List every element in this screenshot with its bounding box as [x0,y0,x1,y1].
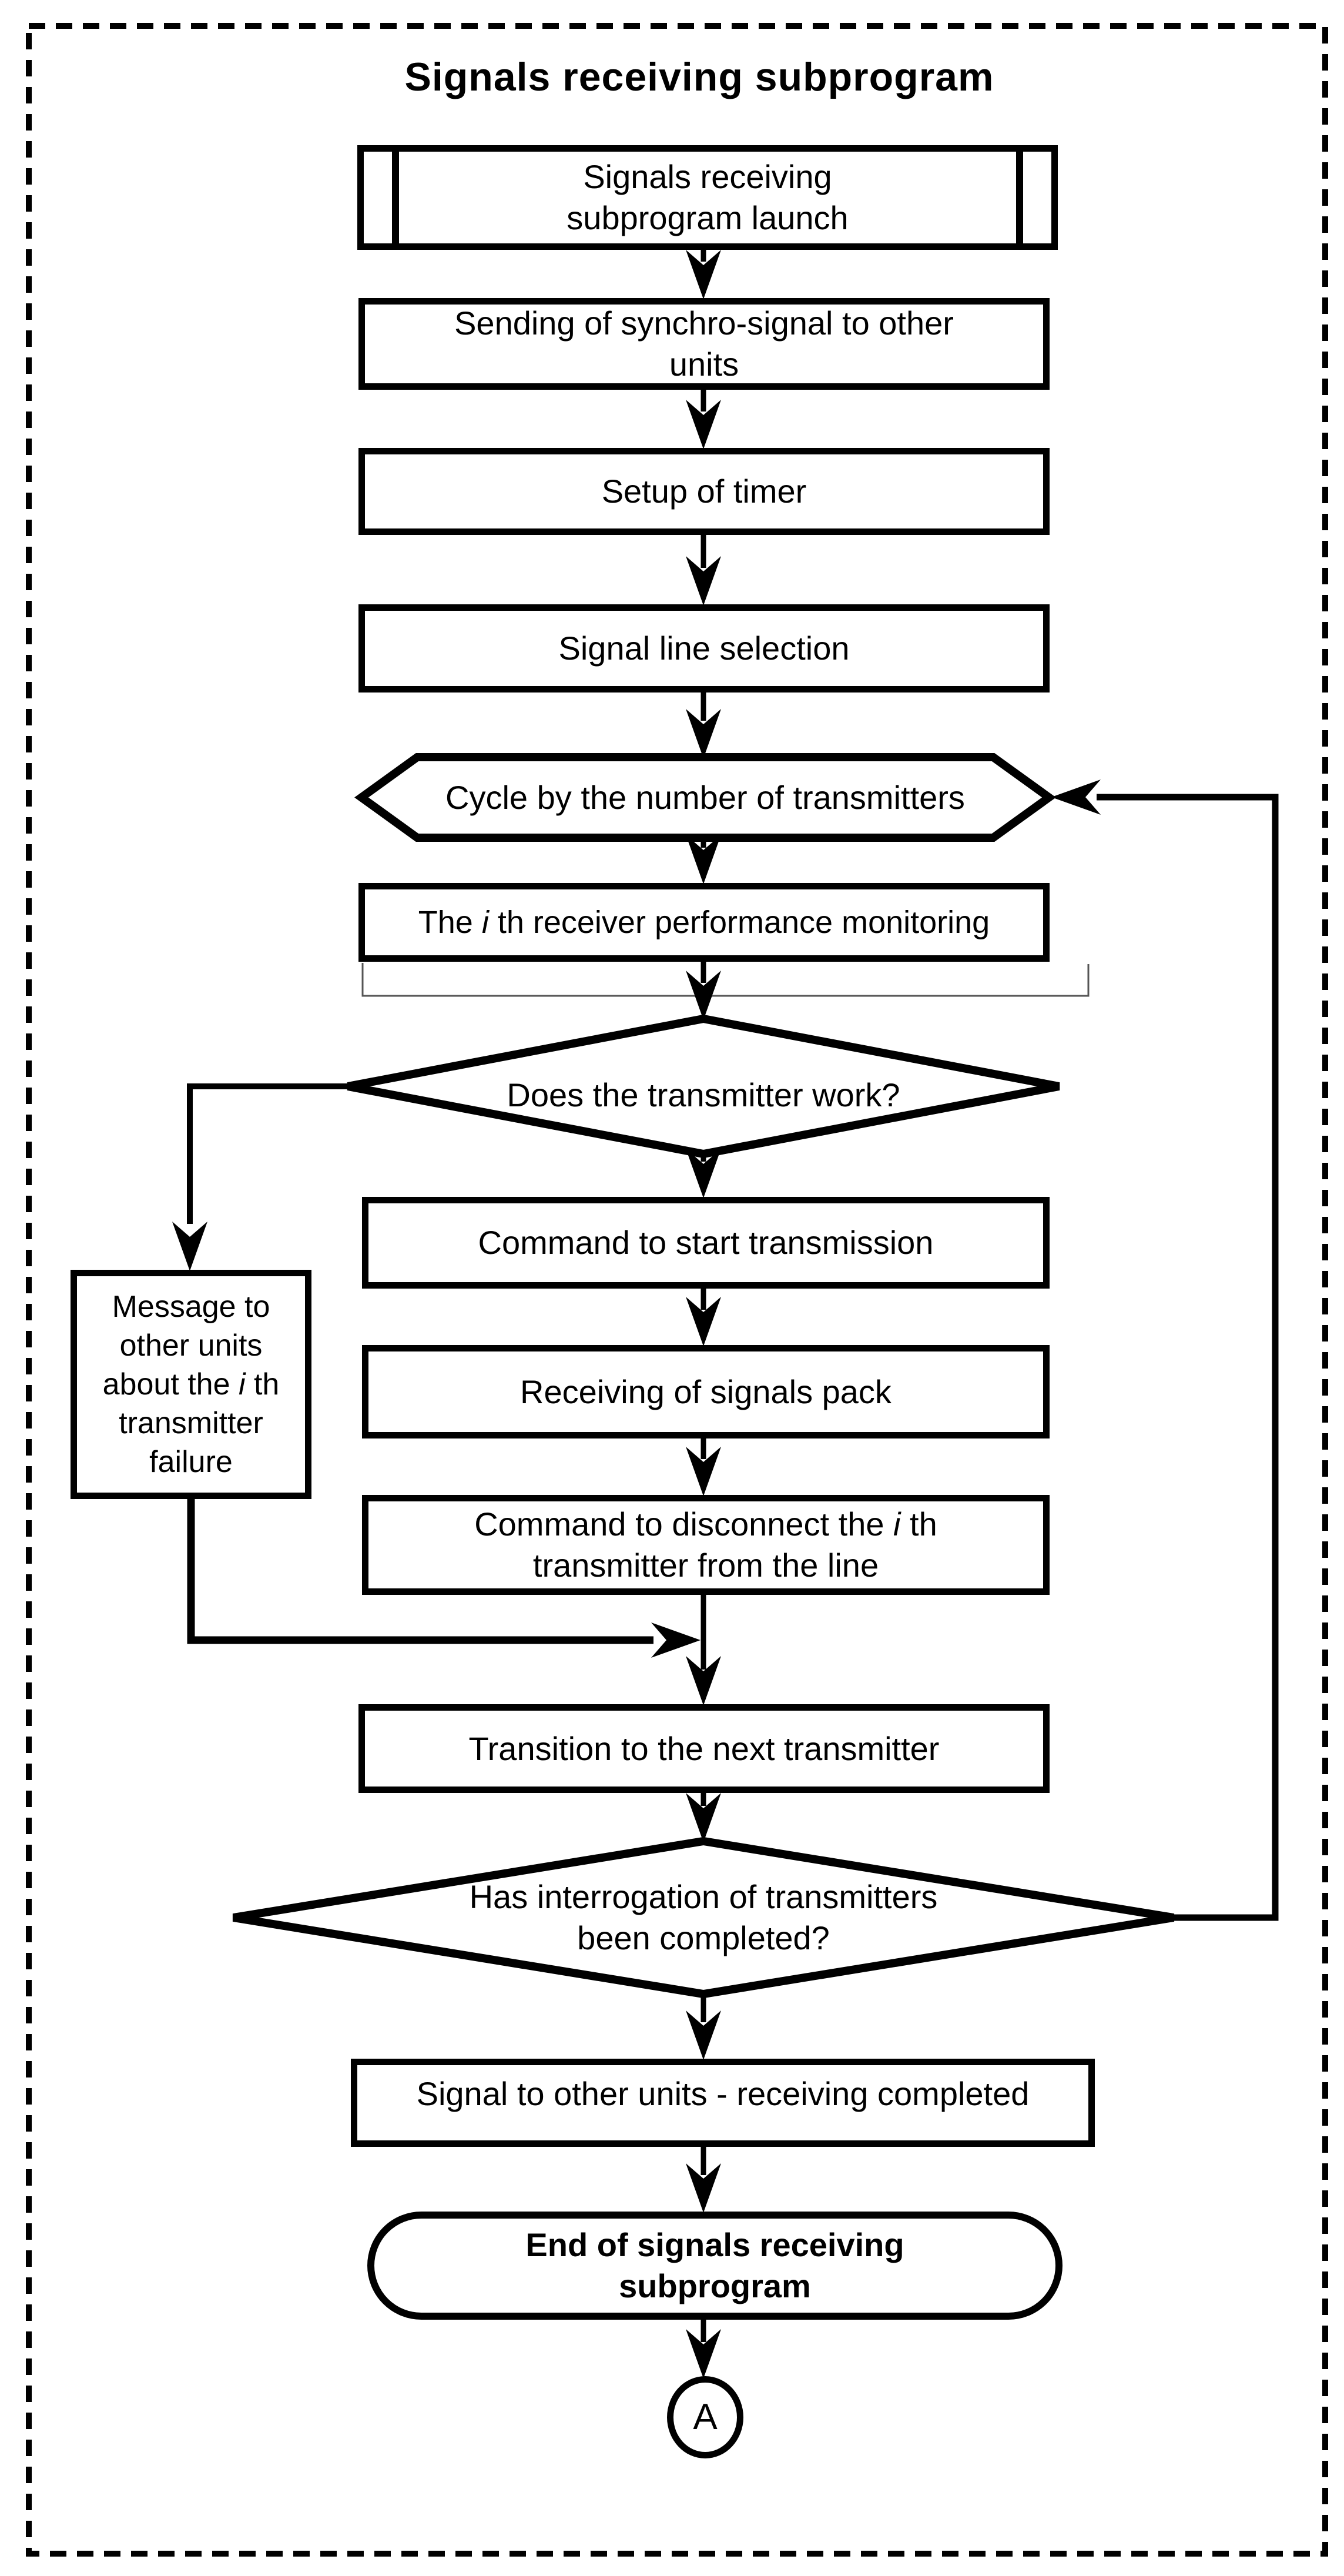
right-arrowhead-join [651,1622,701,1658]
node-cycle-label: Cycle by the number of transmitters [445,778,965,816]
node-start-cmd-label: Command to start transmission [478,1224,934,1261]
monitor-shadow-line [361,963,1090,997]
down-arrowheads [172,250,721,2378]
node-signal-done-label: Signal to other units - receiving comple… [416,2075,1030,2112]
node-synchro-line1: Sending of synchro-signal to other [454,305,954,342]
feedback-loop-line [1097,794,1279,1921]
predefined-right-bar [1016,152,1023,243]
node-line-select-process: Signal line selection [358,604,1050,692]
node-completed-line1: Has interrogation of transmitters [469,1878,938,1915]
node-completed-lines: Has interrogation of transmitters been c… [470,1876,938,1959]
node-start-cmd-process: Command to start transmission [362,1197,1050,1289]
node-works-decision-diamond: Does the transmitter work? [347,1014,1060,1159]
node-completed-decision-diamond: Has interrogation of transmitters been c… [232,1836,1175,1999]
node-monitor-text-pre: The [418,905,482,940]
node-end-terminator: End of signals receiving subprogram [367,2212,1063,2320]
node-synchro-line2: units [669,346,739,383]
node-receive-pack-label: Receiving of signals pack [520,1373,891,1410]
node-end-line2: subprogram [619,2267,811,2304]
predefined-left-bar [392,152,399,243]
diagram-title: Signals receiving subprogram [404,55,994,99]
node-line-select-label: Signal line selection [558,630,850,667]
node-disconnect-text-italic: i [893,1506,901,1543]
node-launch-predefined-process: Signals receiving subprogram launch [357,145,1058,250]
node-failure-msg-box: Message to other units about the i th tr… [71,1270,311,1499]
node-end-line1: End of signals receiving [525,2226,904,2263]
node-disconnect-process: Command to disconnect the i th transmitt… [362,1495,1050,1595]
node-monitor-text-italic: i [481,905,489,940]
node-monitor-text-post: th receiver performance monitoring [488,905,990,940]
node-connector-a-circle: A [667,2376,743,2458]
node-launch-line1: Signals receiving [583,158,832,195]
node-synchro-process: Sending of synchro-signal to other units [358,298,1050,390]
node-completed-line2: been completed? [577,1919,830,1956]
dashed-border [26,23,1328,2557]
node-next-tx-label: Transition to the next transmitter [468,1729,940,1767]
node-disconnect-text-post: th transmitter from the line [532,1506,937,1584]
node-timer-process: Setup of timer [358,448,1050,535]
branch-to-failure [187,1083,348,1224]
node-launch-line2: subprogram launch [567,199,849,236]
failure-join-line [187,1499,653,1644]
node-timer-label: Setup of timer [601,473,807,510]
node-cycle-loop-hexagon: Cycle by the number of transmitters [354,753,1056,842]
node-connector-a-label: A [693,2397,718,2437]
node-signal-done-process: Signal to other units - receiving comple… [351,2059,1095,2147]
node-monitor-process: The i th receiver performance monitoring [358,883,1050,962]
node-failure-msg-italic: i [238,1367,246,1401]
node-failure-msg-post: th transmitter failure [119,1367,280,1479]
node-works-label: Does the transmitter work? [507,1076,900,1113]
node-failure-msg-pre: Message to other units about the [102,1290,270,1401]
node-receive-pack-process: Receiving of signals pack [362,1345,1050,1438]
node-disconnect-text-pre: Command to disconnect the [474,1506,894,1543]
node-next-tx-process: Transition to the next transmitter [358,1704,1050,1793]
left-arrowhead-feedback [1051,780,1101,815]
